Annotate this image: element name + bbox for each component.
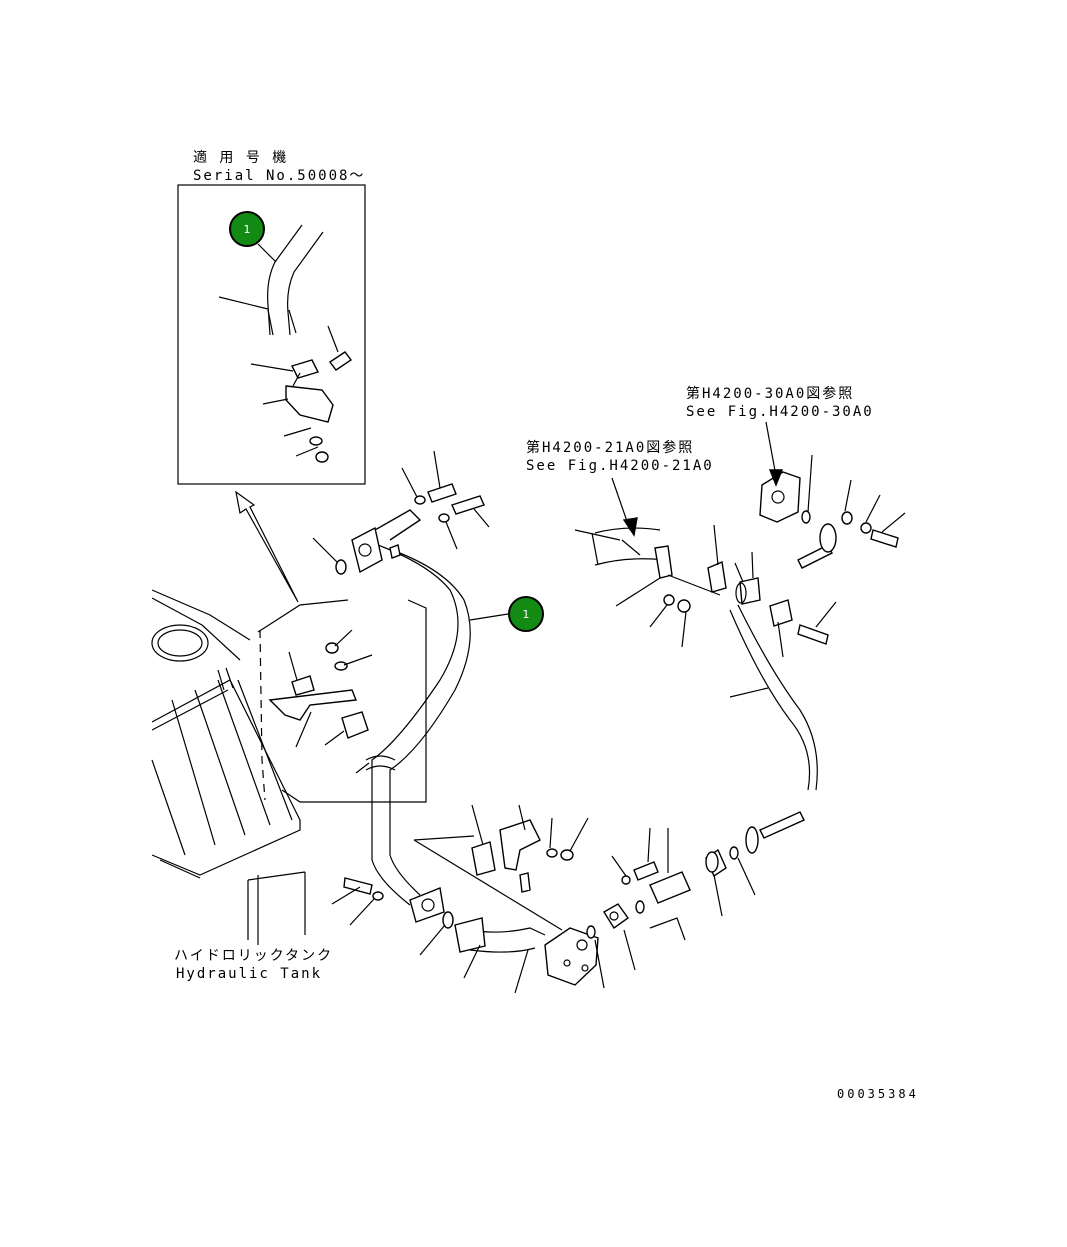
detail-bracket [268,689,357,721]
pipe-clamp [365,755,396,771]
ref-label-b-jp: 第H4200-21A0図参照 [526,440,695,456]
drawing-number: 00035384 [837,1087,919,1101]
inset-arrow [235,490,299,603]
small-flange [603,903,629,930]
inset-clamp [291,359,319,379]
hose-bolt-right [797,624,829,645]
tank-label-en: Hydraulic Tank [176,966,323,982]
inset-bolt [328,351,353,371]
top-flange [351,526,383,574]
inset-pipe [267,224,303,336]
hose-end-bolt [797,544,833,569]
inset-frame [177,184,366,485]
ref-bracket-a [654,545,673,579]
lower-flange [409,887,445,923]
hose [729,609,811,791]
top-bolt-b [451,495,485,515]
ref-label-a-en: See Fig.H4200-30A0 [686,404,874,420]
ref-label-a-jp: 第H4200-30A0図参照 [686,386,855,402]
coupling [649,871,691,904]
hydraulic-tank [151,589,251,661]
ref-bracket-b [707,561,727,593]
tank-label-jp: ハイドロリックタンク [174,948,334,964]
suction-pipe [371,544,459,906]
detail-box [257,599,427,803]
hose-clamp-right [769,599,793,627]
callout-main-part-1[interactable]: 1 [508,596,544,632]
mid-bracket [499,819,541,871]
flange-block-a [759,471,801,523]
serial-label-jp: 適 用 号 機 [193,150,289,166]
callout-inset-part-1[interactable]: 1 [229,211,265,247]
tank-bracket [247,871,306,945]
serial-label-en: Serial No.50008～ [193,168,366,184]
ref-label-b-en: See Fig.H4200-21A0 [526,458,714,474]
mid-clamp [471,841,496,876]
lower-bolt [343,877,373,895]
inset-bracket [285,385,334,423]
top-bolt-a [427,483,457,503]
hose-end-bottom [759,811,805,839]
